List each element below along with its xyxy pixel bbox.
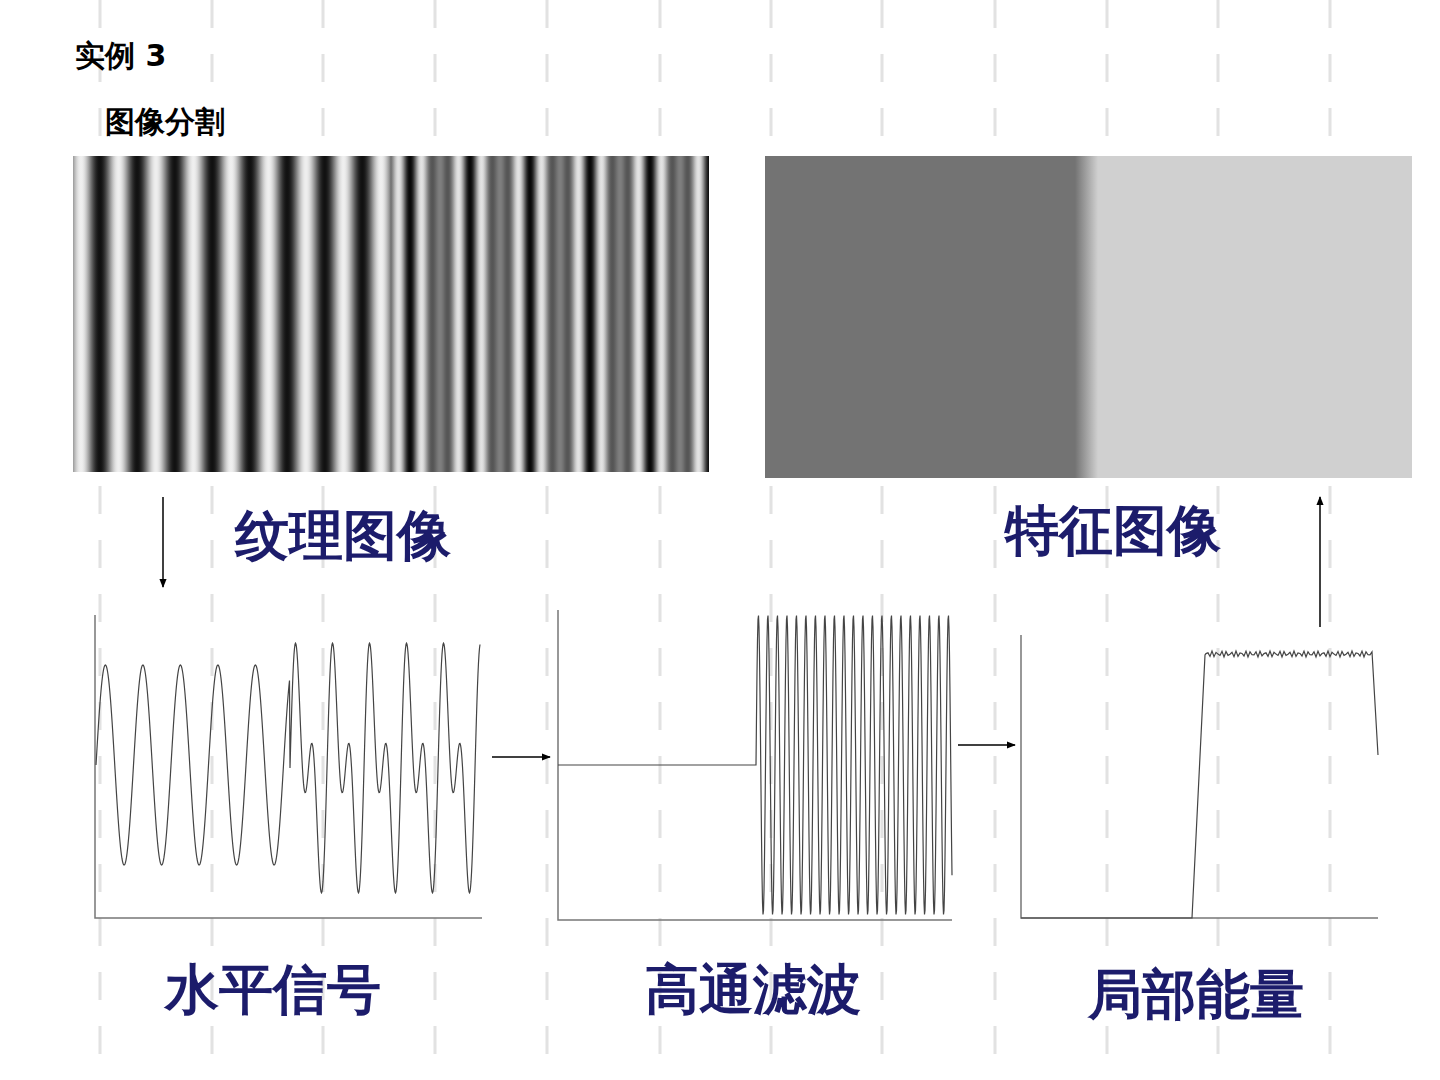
flow-arrow (958, 744, 1015, 746)
panel-caption: 水平信号 (165, 958, 381, 1023)
flow-arrow (1319, 497, 1321, 627)
signal-plot: 水平信号 (93, 615, 485, 920)
flow-arrow (492, 756, 550, 758)
plot-axes (1021, 635, 1378, 918)
plot-axes (95, 615, 482, 918)
panel-caption: 局部能量 (1088, 963, 1304, 1028)
flow-arrow (162, 497, 164, 587)
energy-curve (1021, 651, 1378, 918)
feature-map (765, 156, 1412, 478)
panel-caption: 纹理图像 (235, 504, 451, 569)
stripe-texture (73, 156, 709, 472)
texture-image: 纹理图像 (73, 156, 709, 472)
subtitle: 图像分割 (105, 102, 225, 143)
plot-axes (558, 610, 952, 920)
panel-caption: 特征图像 (1005, 499, 1221, 564)
filter-plot: 高通滤波 (555, 610, 955, 920)
slide-title: 实例 3 (75, 36, 166, 77)
panel-caption: 高通滤波 (645, 958, 861, 1023)
signal-curve (96, 643, 480, 893)
feature-image: 特征图像 (765, 156, 1412, 478)
energy-plot: 局部能量 (1020, 635, 1380, 920)
filtered-curve (558, 616, 952, 915)
